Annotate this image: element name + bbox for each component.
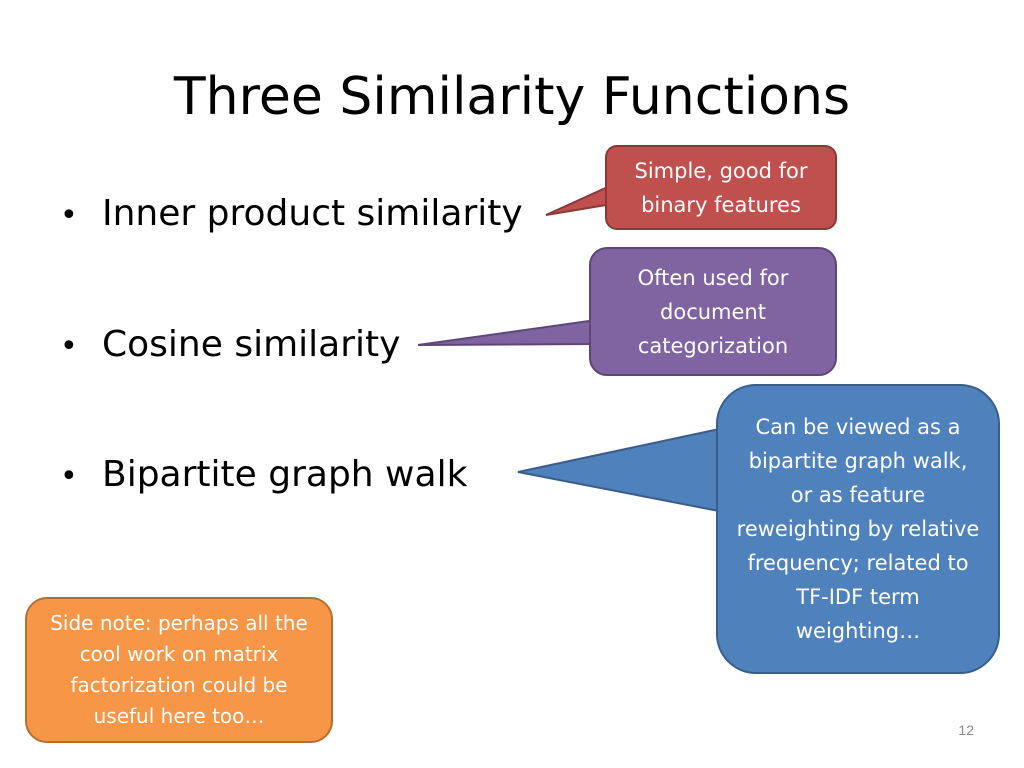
bullet-cosine: • Cosine similarity — [60, 323, 400, 369]
bullet-bipartite: • Bipartite graph walk — [60, 453, 467, 499]
bullet-marker: • — [60, 198, 78, 233]
red-callout-pointer — [545, 183, 613, 216]
bullet-text: Inner product similarity — [102, 193, 523, 234]
bullet-text: Bipartite graph walk — [102, 454, 468, 495]
callout-text: Can be viewed as a bipartite graph walk,… — [736, 415, 980, 643]
callout-bipartite: Can be viewed as a bipartite graph walk,… — [716, 384, 1000, 674]
blue-callout-pointer — [517, 426, 725, 514]
bullet-marker: • — [60, 459, 78, 494]
purple-callout-pointer — [417, 318, 597, 346]
callout-cosine: Often used for document categorization — [589, 247, 837, 376]
bullet-inner-product: • Inner product similarity — [60, 192, 523, 238]
slide-title: Three Similarity Functions — [173, 67, 851, 127]
bullet-text: Cosine similarity — [102, 324, 401, 365]
callout-text: Often used for document categorization — [637, 265, 789, 358]
callout-text: Simple, good for binary features — [634, 158, 808, 217]
bullet-marker: • — [60, 329, 78, 364]
page-number: 12 — [958, 722, 974, 738]
callout-side-note: Side note: perhaps all the cool work on … — [25, 597, 333, 743]
callout-text: Side note: perhaps all the cool work on … — [50, 611, 308, 728]
callout-inner-product: Simple, good for binary features — [605, 145, 837, 230]
